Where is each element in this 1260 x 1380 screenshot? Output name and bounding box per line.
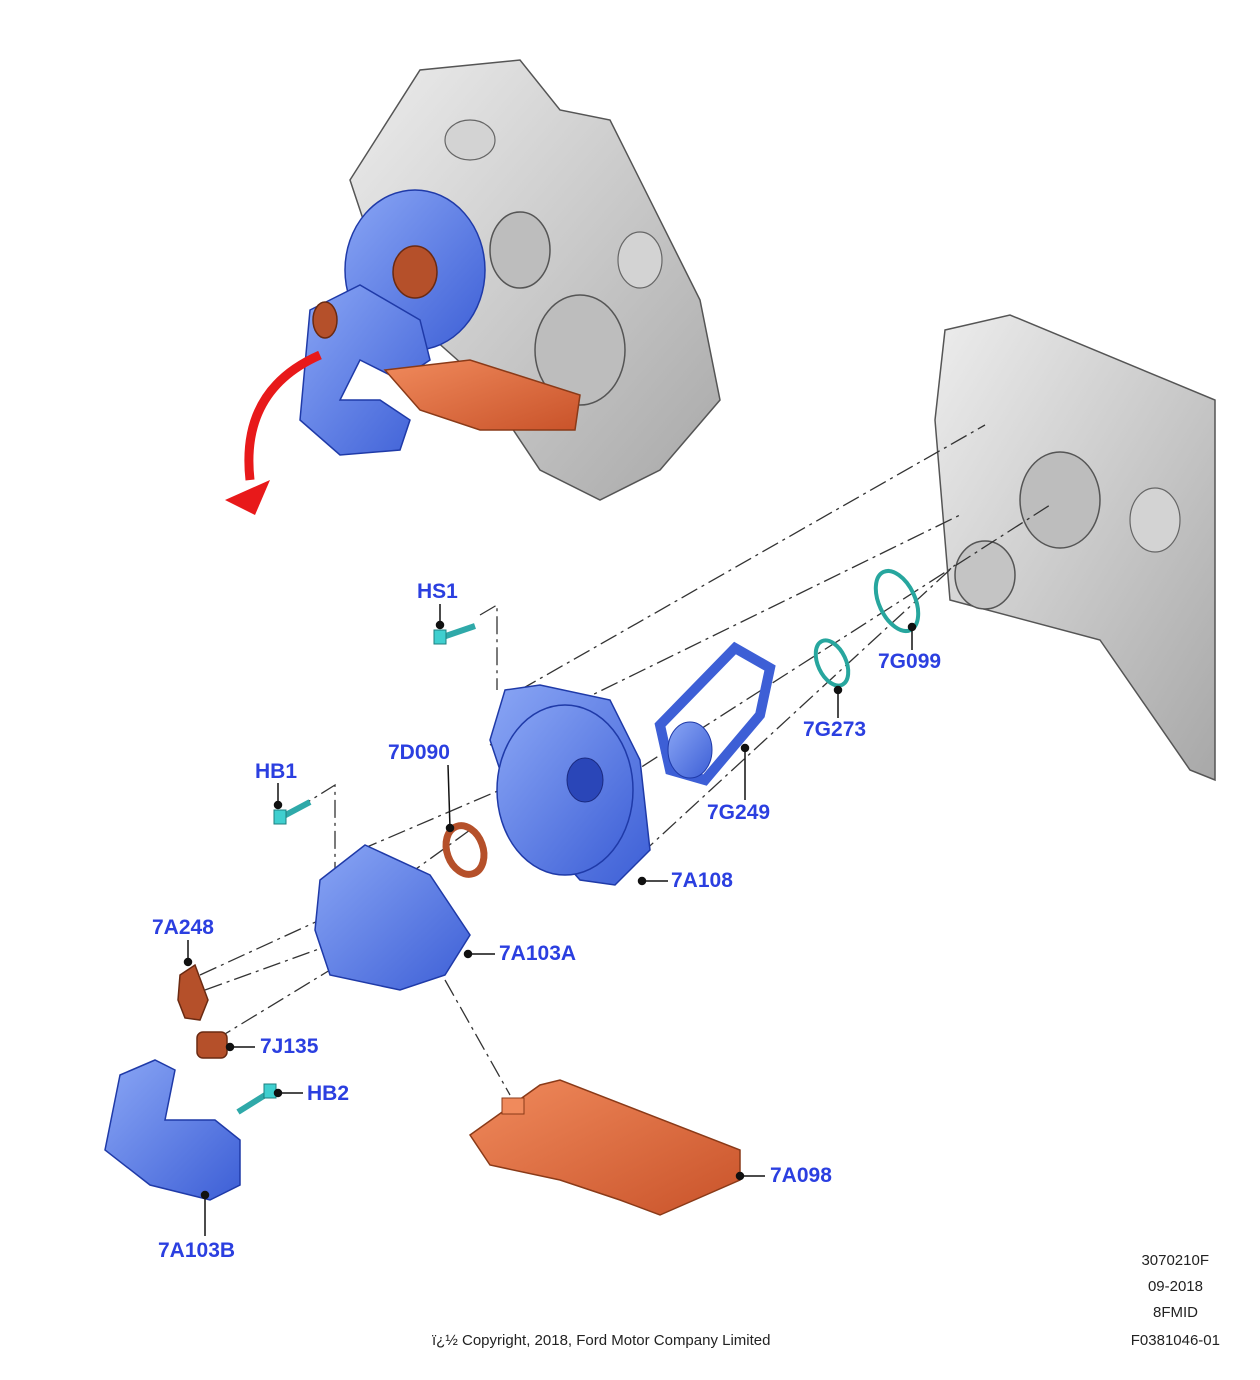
callout-hb2: HB2: [307, 1082, 350, 1105]
bolt-hs1: [433, 623, 476, 645]
pump-body-7a103a: [314, 844, 471, 991]
callout-hs1: HS1: [417, 580, 458, 603]
seal-7d090: [442, 822, 488, 878]
callout-7a248: 7A248: [152, 916, 214, 939]
model-code: 8FMID: [1153, 1304, 1198, 1321]
bolt-hb1: [273, 799, 312, 825]
callout-hb1: HB1: [255, 760, 298, 783]
callout-7a098: 7A098: [770, 1164, 832, 1187]
callout-7a103b: 7A103B: [158, 1239, 236, 1262]
callout-7d090: 7D090: [388, 741, 450, 764]
drive-chain-7g249: [654, 641, 776, 786]
removal-arrow: [225, 350, 322, 515]
transmission-housing-right: [934, 314, 1216, 782]
pump-housing-7a108: [489, 684, 651, 886]
callout-7j135: 7J135: [260, 1035, 319, 1058]
callout-7g273: 7G273: [803, 718, 867, 741]
pump-motor-7a103b: [104, 1059, 241, 1201]
drawing-date: 09-2018: [1147, 1278, 1203, 1295]
callout-7a103a: 7A103A: [499, 942, 577, 965]
callout-7a108: 7A108: [671, 869, 733, 892]
snap-ring-7g273: [813, 638, 851, 688]
bracket-7a248: [177, 963, 209, 1021]
callout-7g249: 7G249: [707, 801, 771, 824]
leader-lines: [183, 604, 917, 1236]
callout-7g099: 7G099: [878, 650, 942, 673]
transmission-housing-top: [349, 59, 721, 501]
copyright-notice: ï¿½ Copyright, 2018, Ford Motor Company …: [432, 1332, 771, 1349]
figure-reference: F0381046-01: [1130, 1332, 1220, 1349]
drawing-code: 3070210F: [1141, 1252, 1209, 1269]
filter-7a098: [468, 1079, 741, 1216]
sleeve-7j135: [196, 1031, 228, 1059]
bolt-hb2: [236, 1083, 277, 1115]
seal-7g099: [873, 569, 921, 633]
pump-assembly-top: [299, 189, 581, 456]
